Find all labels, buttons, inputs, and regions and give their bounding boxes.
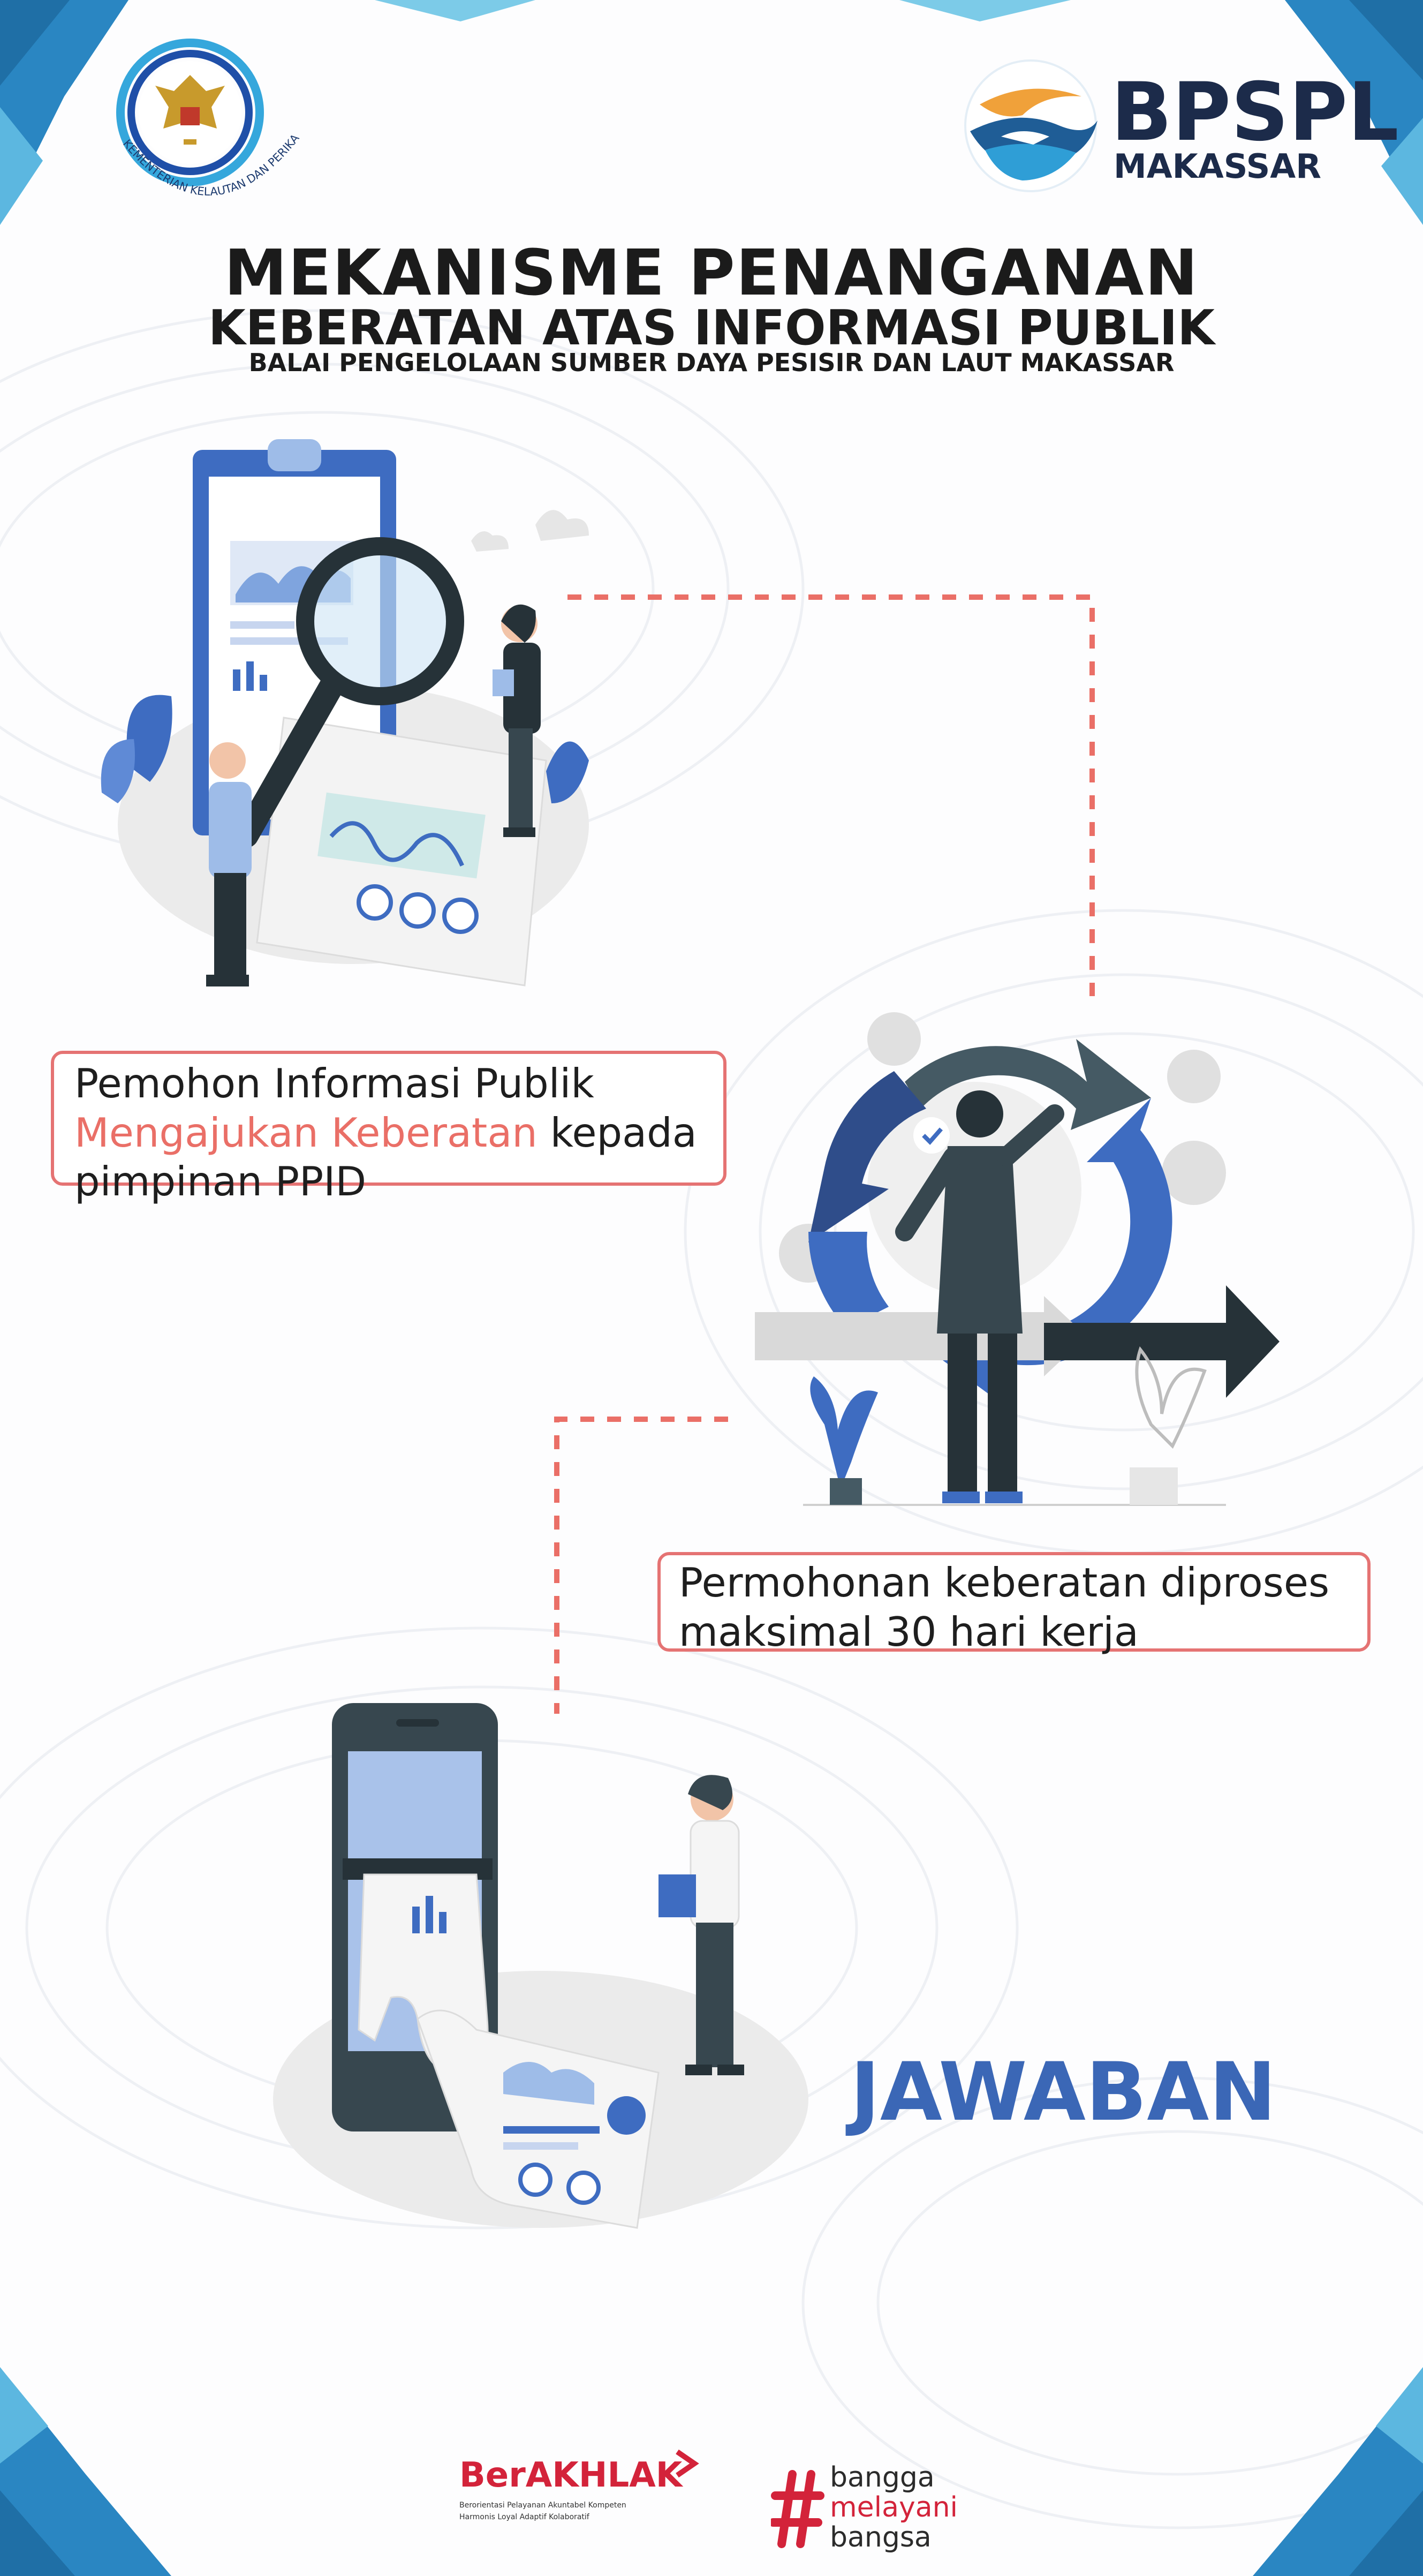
step1-line1: Pemohon Informasi Publik — [74, 1060, 594, 1107]
step1-card: Pemohon Informasi Publik Mengajukan Kebe… — [51, 1051, 726, 1205]
berakhlak-line2: Harmonis Loyal Adaptif Kolaboratif — [459, 2513, 589, 2521]
step3-label: JAWABAN — [850, 2046, 1276, 2139]
hashtag-line1: bangga — [830, 2461, 935, 2494]
page-subtitle: BALAI PENGELOLAAN SUMBER DAYA PESISIR DA… — [248, 348, 1175, 377]
illustration-research-icon — [101, 439, 589, 986]
page-title-line2: KEBERATAN ATAS INFORMASI PUBLIK — [208, 300, 1215, 356]
illustration-process-icon — [755, 1012, 1280, 1506]
page-title-line1: MEKANISME PENANGANAN — [224, 236, 1199, 310]
hashtag-line3: bangsa — [830, 2521, 932, 2554]
hashtag-line2: melayani — [830, 2491, 958, 2524]
kkp-logo: KEMENTERIAN KELAUTAN DAN PERIKANAN — [97, 32, 308, 230]
kkp-emblem-icon — [116, 39, 264, 186]
step2-card: Permohonan keberatan diproses maksimal 3… — [657, 1552, 1371, 1655]
hashtag-icon — [771, 2470, 824, 2548]
illustration-answer-icon — [273, 1703, 808, 2229]
berakhlak-line1: Berorientasi Pelayanan Akuntabel Kompete… — [459, 2501, 626, 2510]
step2-line1: Permohonan keberatan diproses — [679, 1559, 1330, 1606]
step2-line2: maksimal 30 hari kerja — [679, 1608, 1139, 1655]
bpspl-logo: BPSPL MAKASSAR — [964, 51, 1399, 192]
berakhlak-title: BerAKHLAK — [459, 2456, 683, 2495]
step1-highlight: Mengajukan Keberatan — [74, 1109, 538, 1156]
bpspl-city: MAKASSAR — [1114, 147, 1321, 186]
step1-line2-rest: kepada — [537, 1109, 697, 1156]
step1-line2: Mengajukan Keberatan kepada — [74, 1109, 723, 1158]
step1-line3: pimpinan PPID — [74, 1158, 367, 1205]
bpspl-name: BPSPL — [1111, 66, 1399, 159]
bangga-melayani-bangsa-logo: bangga melayani bangsa — [771, 2464, 974, 2560]
berakhlak-logo: BerAKHLAK Berorientasi Pelayanan Akuntab… — [459, 2449, 716, 2533]
bpspl-wave-icon — [964, 59, 1097, 192]
chevron-right-icon — [676, 2449, 699, 2478]
